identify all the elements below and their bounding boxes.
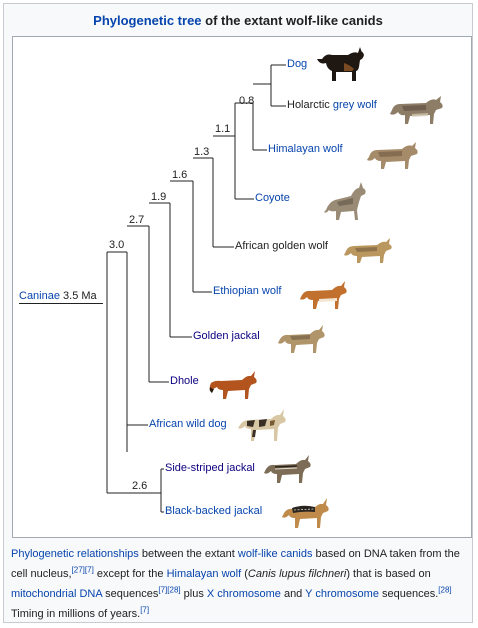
caption-text: between the extant bbox=[138, 548, 238, 560]
african-wild-dog-icon bbox=[238, 409, 286, 441]
caption-text: Timing in millions of years. bbox=[11, 608, 141, 620]
node-age-1-6: 1.6 bbox=[172, 169, 188, 181]
root-age: 3.5 Ma bbox=[59, 290, 97, 302]
tip-grey-wolf-prefix: Holarctic bbox=[287, 99, 333, 111]
node-age-1-3: 1.3 bbox=[194, 146, 210, 158]
tip-african-golden-wolf: African golden wolf bbox=[234, 240, 329, 253]
caption-link-wolf-like-canids[interactable]: wolf-like canids bbox=[237, 548, 313, 560]
caption-link-phylogenetic-relationships[interactable]: Phylogenetic relationships bbox=[11, 548, 139, 560]
tip-african-wild-dog[interactable]: African wild dog bbox=[148, 418, 228, 431]
grey-wolf-link[interactable]: grey wolf bbox=[332, 99, 377, 111]
tip-dhole[interactable]: Dhole bbox=[169, 375, 200, 388]
tip-coyote[interactable]: Coyote bbox=[254, 192, 291, 205]
caption-text: ) that is based on bbox=[346, 568, 431, 580]
citation-28[interactable]: [28] bbox=[167, 585, 181, 595]
caption-text: sequences bbox=[102, 588, 159, 600]
golden-jackal-icon bbox=[278, 325, 325, 353]
caption-text: ( bbox=[241, 568, 248, 580]
node-age-3-0: 3.0 bbox=[109, 239, 125, 251]
tip-grey-wolf: Holarctic grey wolf bbox=[286, 99, 378, 112]
node-age-2-7: 2.7 bbox=[129, 214, 145, 226]
caption-link-y-chromosome[interactable]: Y chromosome bbox=[305, 588, 379, 600]
citation-28[interactable]: [28] bbox=[438, 585, 452, 595]
tip-dog[interactable]: Dog bbox=[286, 58, 309, 71]
dhole-icon bbox=[209, 371, 257, 399]
node-age-2-6: 2.6 bbox=[132, 480, 148, 492]
citation-7[interactable]: [7] bbox=[158, 585, 168, 595]
dog-silhouette-icon bbox=[317, 47, 364, 81]
cladogram-lines bbox=[106, 64, 287, 513]
phylogenetic-tree-figure: Phylogenetic tree of the extant wolf-lik… bbox=[3, 3, 473, 623]
node-age-1-1: 1.1 bbox=[215, 123, 231, 135]
caption-link-himalayan-wolf[interactable]: Himalayan wolf bbox=[166, 568, 242, 580]
tip-himalayan-wolf[interactable]: Himalayan wolf bbox=[267, 143, 344, 156]
caption-text: except for the bbox=[93, 568, 167, 580]
tip-ethiopian-wolf[interactable]: Ethiopian wolf bbox=[212, 285, 283, 298]
tip-golden-jackal[interactable]: Golden jackal bbox=[192, 330, 261, 343]
grey-wolf-icon bbox=[390, 96, 443, 124]
node-age-0-8: 0.8 bbox=[239, 95, 255, 107]
root-label: Caninae 3.5 Ma bbox=[19, 290, 103, 304]
cladogram: Caninae 3.5 Ma 0.8 1.1 1.3 1.6 1.9 2.7 3… bbox=[12, 36, 472, 538]
caption-text: and bbox=[280, 588, 306, 600]
caption-text: based on DNA taken from the cell nucleus… bbox=[11, 548, 460, 580]
citation-7[interactable]: [7] bbox=[140, 605, 150, 615]
node-age-1-9: 1.9 bbox=[151, 191, 167, 203]
black-backed-jackal-icon bbox=[282, 498, 329, 528]
caption-text: sequences. bbox=[378, 588, 439, 600]
phylogenetic-tree-link[interactable]: Phylogenetic tree bbox=[93, 13, 202, 28]
caption-scientific-name: Canis lupus filchneri bbox=[247, 568, 347, 580]
himalayan-wolf-icon bbox=[367, 142, 418, 169]
citation-7[interactable]: [7] bbox=[84, 565, 94, 575]
title-rest: of the extant wolf-like canids bbox=[201, 13, 383, 28]
caption-link-mitochondrial-dna[interactable]: mitochondrial DNA bbox=[11, 588, 103, 600]
tip-side-striped-jackal[interactable]: Side-striped jackal bbox=[164, 462, 256, 475]
ethiopian-wolf-icon bbox=[300, 281, 347, 309]
caninae-link[interactable]: Caninae bbox=[19, 290, 60, 302]
figure-title: Phylogenetic tree of the extant wolf-lik… bbox=[4, 13, 472, 28]
caption-text: plus bbox=[180, 588, 207, 600]
side-striped-jackal-icon bbox=[264, 455, 311, 483]
figure-caption: Phylogenetic relationships between the e… bbox=[11, 544, 467, 624]
african-golden-wolf-icon bbox=[344, 238, 392, 263]
coyote-icon bbox=[324, 182, 366, 220]
caption-link-x-chromosome[interactable]: X chromosome bbox=[206, 588, 281, 600]
tip-black-backed-jackal[interactable]: Black-backed jackal bbox=[164, 505, 264, 518]
citation-27[interactable]: [27] bbox=[71, 565, 85, 575]
